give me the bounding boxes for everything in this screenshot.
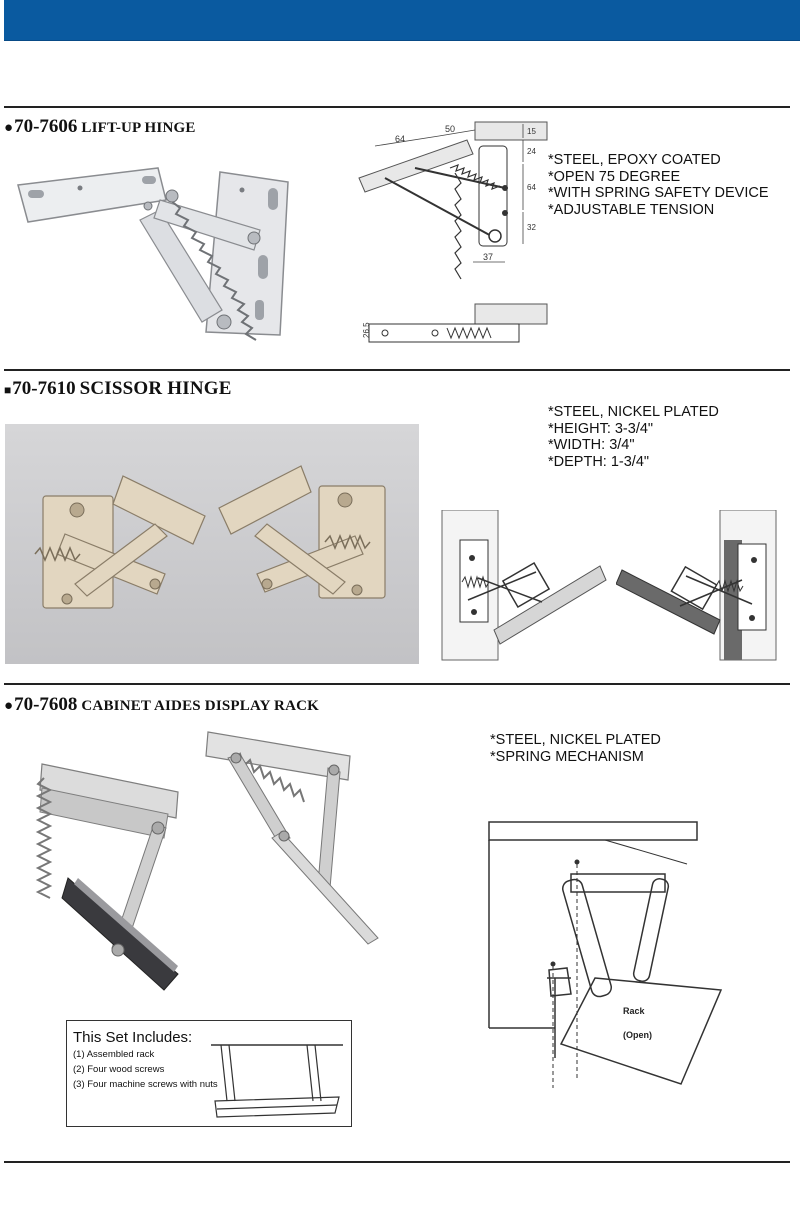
product-code: 70-7606 (14, 116, 78, 137)
set-includes-list: (1) Assembled rack (2) Four wood screws … (73, 1047, 218, 1092)
dimension-label: 32 (527, 223, 536, 232)
set-includes-box: This Set Includes: (1) Assembled rack (2… (66, 1020, 352, 1127)
spec-item: *OPEN 75 DEGREE (548, 168, 681, 185)
rack-sketch (211, 1044, 343, 1118)
display-rack-photo (35, 731, 379, 991)
product-name: LIFT-UP HINGE (81, 120, 196, 136)
product-heading-lift-up-hinge: ●70-7606 LIFT-UP HINGE (4, 116, 196, 138)
spec-item: *WIDTH: 3/4" (548, 437, 635, 453)
dimension-label: 64 (527, 183, 536, 192)
scissor-hinge-photo (5, 424, 419, 664)
spec-item: *STEEL, NICKEL PLATED (548, 404, 719, 420)
diagram-label-open: (Open) (623, 1030, 652, 1040)
section-divider (4, 683, 790, 685)
spec-item: *STEEL, NICKEL PLATED (490, 732, 661, 748)
bullet-icon: ● (4, 698, 14, 714)
diagram-label-rack: Rack (623, 1006, 646, 1016)
product-name: SCISSOR HINGE (79, 378, 232, 399)
lift-up-hinge-specs: *STEEL, EPOXY COATED *OPEN 75 DEGREE *WI… (548, 152, 769, 218)
scissor-hinge-specs: *STEEL, NICKEL PLATED *HEIGHT: 3-3/4" *W… (548, 404, 719, 470)
scissor-hinge-diagram-left (441, 510, 607, 661)
dimension-label: 50 (445, 124, 455, 134)
dimension-label: 15 (527, 127, 536, 136)
spec-item: *HEIGHT: 3-3/4" (548, 420, 654, 437)
display-rack-specs: *STEEL, NICKEL PLATED *SPRING MECHANISM (490, 732, 661, 765)
spec-item: *SPRING MECHANISM (490, 748, 644, 765)
spec-item: *WITH SPRING SAFETY DEVICE (548, 185, 769, 201)
product-heading-scissor-hinge: ■70-7610 SCISSOR HINGE (4, 378, 232, 400)
display-rack-installation-diagram: Rack (Open) (488, 821, 723, 1088)
header-bar (4, 0, 800, 41)
scissor-hinge-diagram-right (616, 510, 777, 661)
bullet-icon: ■ (4, 383, 12, 397)
set-item: (2) Four wood screws (73, 1064, 165, 1075)
set-item: (1) Assembled rack (73, 1049, 155, 1060)
section-divider (4, 1161, 790, 1163)
spec-item: *ADJUSTABLE TENSION (548, 201, 715, 218)
product-code: 70-7610 (12, 378, 76, 399)
dimension-label: 37 (483, 252, 493, 262)
dimension-label: 24 (527, 147, 536, 156)
set-includes-title: This Set Includes: (73, 1029, 193, 1046)
spec-item: *STEEL, EPOXY COATED (548, 152, 721, 168)
section-divider (4, 369, 790, 371)
lift-up-hinge-photo (17, 167, 289, 341)
bullet-icon: ● (4, 120, 14, 136)
product-heading-display-rack: ●70-7608 CABINET AIDES DISPLAY RACK (4, 694, 319, 716)
lift-up-hinge-technical-drawing: 64 50 15 24 64 32 37 26.5 (358, 121, 548, 343)
product-name: CABINET AIDES DISPLAY RACK (81, 698, 320, 714)
set-item: (3) Four machine screws with nuts (73, 1079, 218, 1090)
spec-item: *DEPTH: 1-3/4" (548, 453, 650, 470)
dimension-label: 26.5 (362, 322, 371, 338)
dimension-label: 64 (395, 134, 405, 144)
section-divider (4, 106, 790, 108)
product-code: 70-7608 (14, 694, 78, 715)
